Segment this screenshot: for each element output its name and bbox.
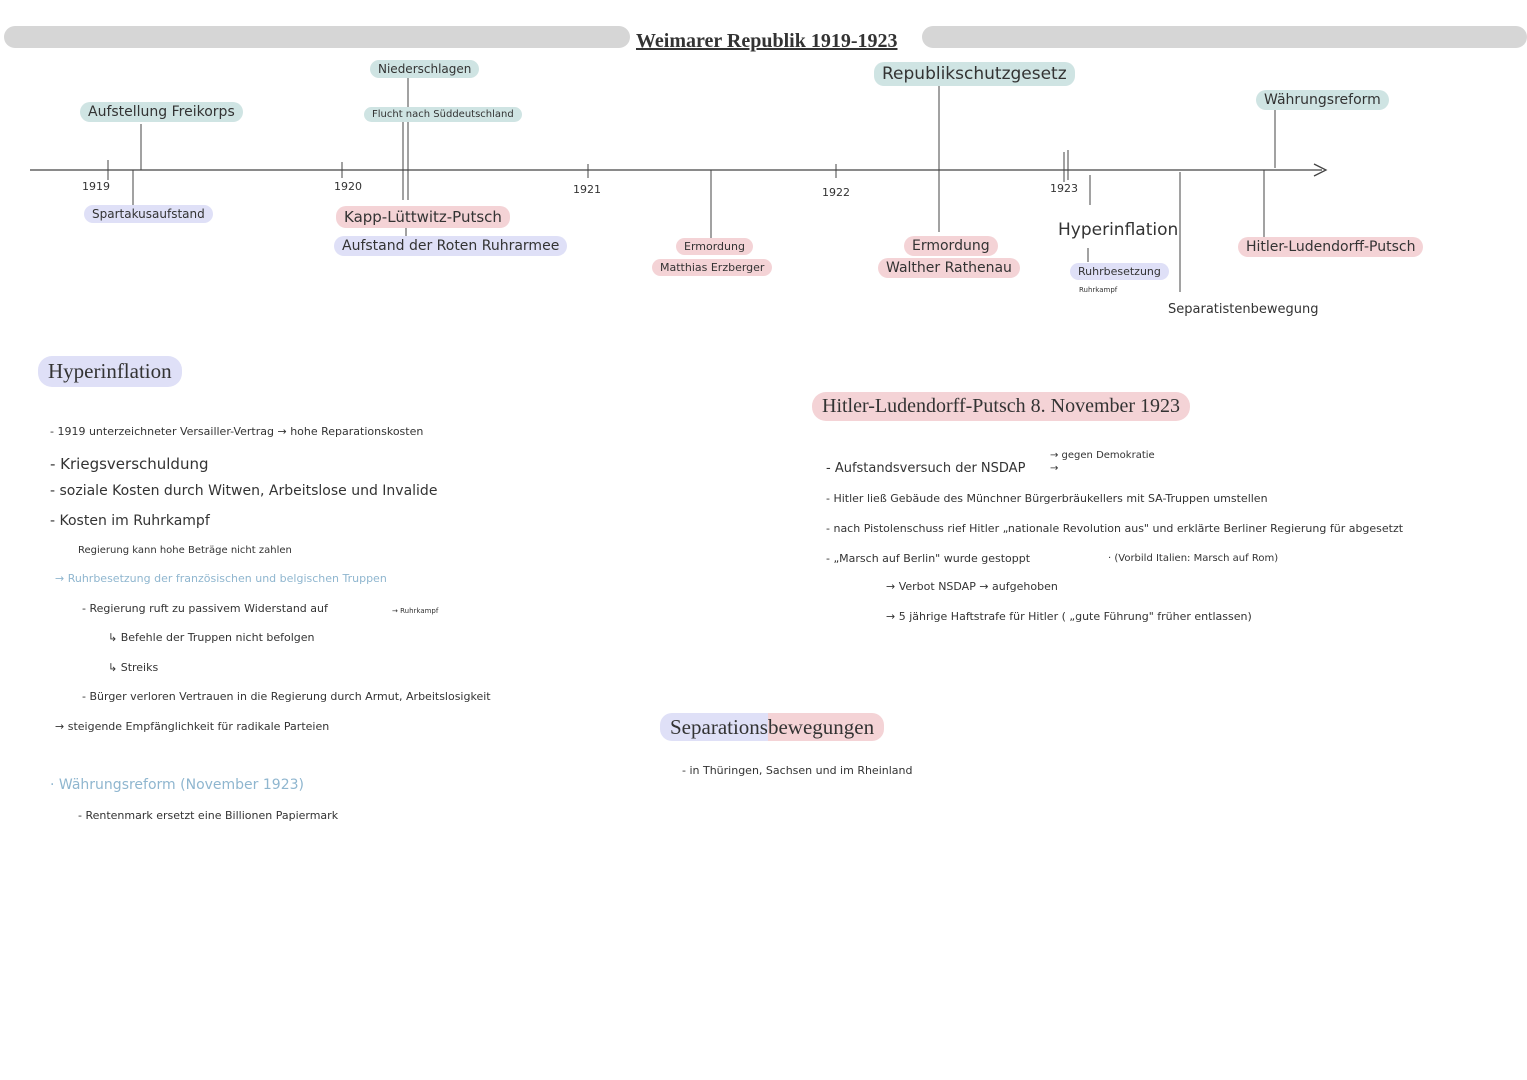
event-flucht: Flucht nach Süddeutschland	[364, 107, 522, 122]
event-separatistenbewegung: Separatistenbewegung	[1168, 302, 1319, 317]
year-1919: 1919	[82, 180, 110, 193]
separation-heading-a: Separations	[660, 713, 768, 741]
year-1921: 1921	[573, 183, 601, 196]
putsch-line-6: → 5 jährige Haftstrafe für Hitler ( „gut…	[886, 610, 1252, 623]
hyper-line-7: - Regierung ruft zu passivem Widerstand …	[82, 602, 328, 615]
event-spartakusaufstand: Spartakusaufstand	[84, 205, 213, 223]
putsch-line-4: - „Marsch auf Berlin" wurde gestoppt	[826, 552, 1031, 565]
hyper-ruhrkampf-note: → Ruhrkampf	[392, 607, 439, 615]
timeline-axis	[30, 78, 1328, 292]
section-heading-hyperinflation: Hyperinflation	[38, 356, 182, 387]
event-kapp-putsch: Kapp-Lüttwitz-Putsch	[336, 206, 510, 228]
year-1923: 1923	[1050, 182, 1078, 195]
putsch-line-2: - Hitler ließ Gebäude des Münchner Bürge…	[826, 492, 1268, 505]
hyper-line-8: ↳ Befehle der Truppen nicht befolgen	[108, 631, 315, 644]
event-erzberger-1: Ermordung	[676, 238, 753, 255]
event-rathenau-2: Walther Rathenau	[878, 258, 1020, 278]
hyper-line-11: → steigende Empfänglichkeit für radikale…	[55, 720, 330, 733]
event-niederschlagen: Niederschlagen	[370, 60, 480, 78]
hyper-line-4: - Kosten im Ruhrkampf	[50, 513, 210, 529]
event-rathenau-1: Ermordung	[904, 236, 998, 256]
hyper-line-1: - 1919 unterzeichneter Versailler-Vertra…	[50, 425, 424, 438]
event-ruhrkampf: Ruhrkampf	[1079, 286, 1118, 294]
putsch-line-4-note: · (Vorbild Italien: Marsch auf Rom)	[1108, 553, 1279, 564]
header-bar-right	[922, 26, 1527, 48]
header-bar-left	[4, 26, 630, 48]
event-ruhrbesetzung: Ruhrbesetzung	[1070, 263, 1169, 280]
event-hyperinflation: Hyperinflation	[1058, 220, 1179, 240]
hyper-line-2: - Kriegsverschuldung	[50, 455, 209, 473]
separation-heading-b: bewegungen	[767, 713, 885, 741]
year-1922: 1922	[822, 186, 850, 199]
putsch-line-5: → Verbot NSDAP → aufgehoben	[886, 580, 1058, 593]
putsch-line-1-arrow-b: →	[1050, 463, 1059, 474]
hyper-line-5: Regierung kann hohe Beträge nicht zahlen	[78, 545, 292, 556]
hyper-line-10: - Bürger verloren Vertrauen in die Regie…	[82, 690, 491, 703]
hyper-line-9: ↳ Streiks	[108, 661, 159, 674]
hyper-line-3: - soziale Kosten durch Witwen, Arbeitslo…	[50, 483, 438, 499]
putsch-line-1-arrow-a: → gegen Demokratie	[1050, 450, 1155, 461]
event-republikschutzgesetz: Republikschutzgesetz	[874, 62, 1075, 86]
section-heading-putsch: Hitler-Ludendorff-Putsch 8. November 192…	[812, 392, 1191, 421]
event-hitler-ludendorff-putsch: Hitler-Ludendorff-Putsch	[1238, 237, 1424, 257]
waehrungsreform-heading: · Währungsreform (November 1923)	[50, 777, 304, 793]
event-rote-ruhrarmee: Aufstand der Roten Ruhrarmee	[334, 236, 568, 256]
event-aufstellung-freikorps: Aufstellung Freikorps	[80, 102, 243, 122]
section-heading-separation: Separationsbewegungen	[660, 712, 894, 743]
waehrungsreform-line: - Rentenmark ersetzt eine Billionen Papi…	[78, 809, 339, 822]
separation-line: - in Thüringen, Sachsen und im Rheinland	[682, 764, 913, 777]
putsch-line-3: - nach Pistolenschuss rief Hitler „natio…	[826, 522, 1404, 535]
event-waehrungsreform: Währungsreform	[1256, 90, 1389, 110]
event-erzberger-2: Matthias Erzberger	[652, 259, 773, 276]
year-1920: 1920	[334, 180, 362, 193]
putsch-line-1: - Aufstandsversuch der NSDAP	[826, 461, 1026, 476]
page-title: Weimarer Republik 1919-1923	[636, 30, 898, 52]
hyper-line-6: → Ruhrbesetzung der französischen und be…	[55, 572, 387, 585]
